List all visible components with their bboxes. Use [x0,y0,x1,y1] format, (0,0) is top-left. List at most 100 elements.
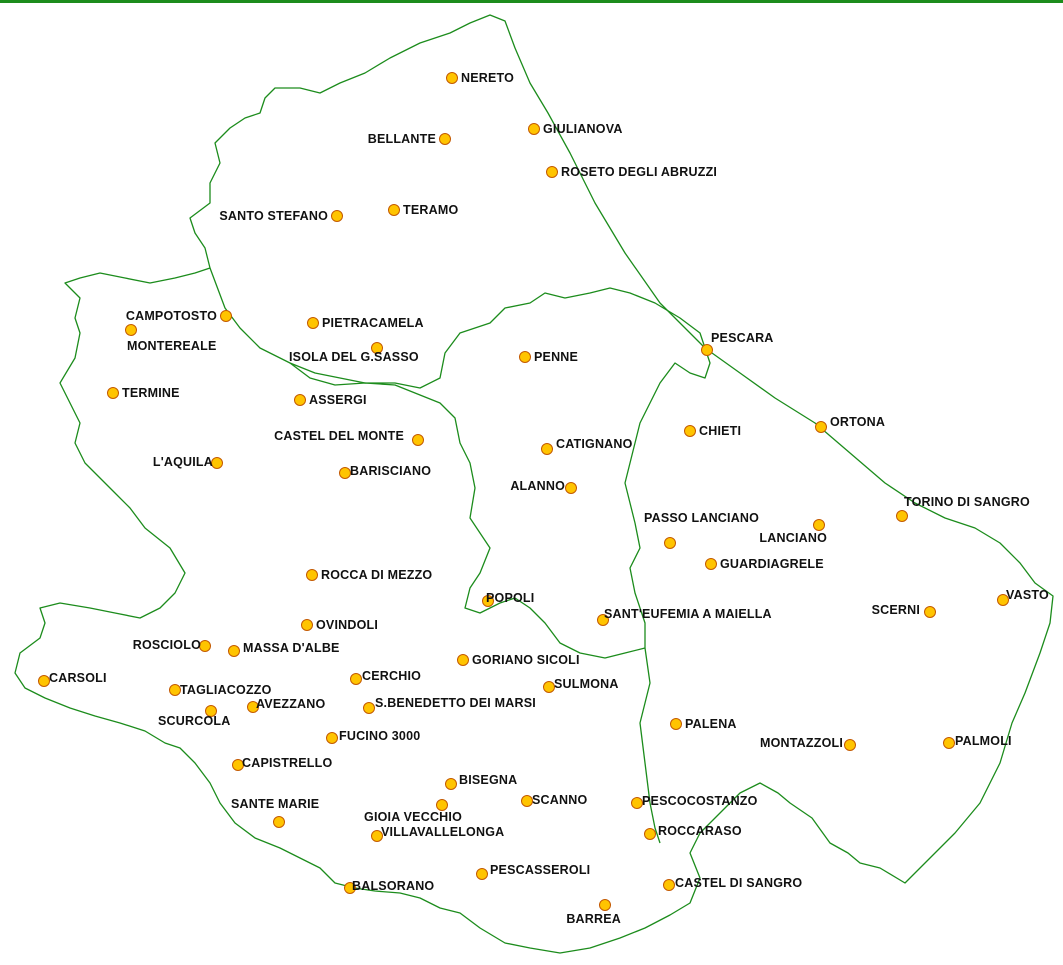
town-dot-icon [701,344,713,356]
town-dot-icon [445,778,457,790]
town-dot-icon [597,614,609,626]
place-label: PESCOCOSTANZO [642,794,758,808]
province-border-teramo [209,267,706,389]
place-label: GIOIA VECCHIO [364,810,462,824]
place-label: LANCIANO [759,531,827,545]
town-dot-icon [339,467,351,479]
town-dot-icon [232,759,244,771]
place-label: ALANNO [510,479,565,493]
place-label: SCERNI [871,603,920,617]
place-label: PESCASSEROLI [490,863,591,877]
town-dot-icon [363,702,375,714]
place-label: PALENA [685,717,737,731]
town-dot-icon [541,443,553,455]
place-label: TERAMO [403,203,459,217]
place-label: VASTO [1006,588,1049,602]
town-dot-icon [306,569,318,581]
place-label: CASTEL DI SANGRO [675,876,803,890]
place-label: MONTAZZOLI [760,736,843,750]
town-dot-icon [664,537,676,549]
place-label: SCANNO [532,793,588,807]
place-label: SANT'EUFEMIA A MAIELLA [604,607,772,621]
place-label: CHIETI [699,424,742,438]
place-label: AVEZZANO [256,697,326,711]
place-label: ROCCARASO [658,824,742,838]
place-label: BALSORANO [352,879,435,893]
town-dot-icon [247,701,259,713]
town-dot-icon [211,457,223,469]
town-dot-icon [439,133,451,145]
place-label: MASSA D'ALBE [243,641,340,655]
place-label: ASSERGI [309,393,367,407]
place-label: CAMPOTOSTO [125,309,217,323]
place-label: L'AQUILA [152,455,213,469]
place-label: CASTEL DEL MONTE [274,429,404,443]
place-label: CARSOLI [49,671,107,685]
town-dot-icon [350,673,362,685]
place-label: ROCCA DI MEZZO [321,568,433,582]
town-dot-icon [631,797,643,809]
place-label: GORIANO SICOLI [472,653,580,667]
town-dot-icon [125,324,137,336]
province-border-laquila-n [289,362,646,659]
town-dot-icon [199,640,211,652]
town-dot-icon [670,718,682,730]
town-dot-icon [457,654,469,666]
place-label: ORTONA [830,415,886,429]
town-dot-icon [521,795,533,807]
place-label: SULMONA [554,677,619,691]
town-dot-icon [528,123,540,135]
town-dot-icon [220,310,232,322]
place-label: SCURCOLA [158,714,231,728]
place-label: CERCHIO [362,669,422,683]
town-dot-icon [482,595,494,607]
town-dot-icon [169,684,181,696]
town-dot-icon [565,482,577,494]
town-dot-icon [301,619,313,631]
town-dot-icon [228,645,240,657]
place-label: CATIGNANO [556,437,633,451]
town-dot-icon [344,882,356,894]
town-dot-icon [705,558,717,570]
place-label: SANTO STEFANO [219,209,328,223]
town-dot-icon [371,830,383,842]
town-dot-icon [684,425,696,437]
place-label: GUARDIAGRELE [720,557,824,571]
town-dot-icon [412,434,424,446]
place-label: BELLANTE [367,132,436,146]
town-dot-icon [519,351,531,363]
place-label: POPOLI [486,591,535,605]
town-dot-icon [813,519,825,531]
place-label: ROSETO DEGLI ABRUZZI [561,165,718,179]
region-border [14,14,1054,954]
town-dot-icon [273,816,285,828]
place-label: BARREA [566,912,621,926]
place-label: PIETRACAMELA [322,316,424,330]
town-dot-icon [924,606,936,618]
town-dot-icon [663,879,675,891]
town-dot-icon [599,899,611,911]
place-label: S.BENEDETTO DEI MARSI [375,696,536,710]
abruzzo-map [14,14,1054,954]
town-dot-icon [815,421,827,433]
town-dot-icon [331,210,343,222]
town-dot-icon [326,732,338,744]
town-dot-icon [844,739,856,751]
town-dot-icon [38,675,50,687]
town-dot-icon [371,342,383,354]
place-label: TERMINE [122,386,180,400]
place-label: MONTEREALE [127,339,217,353]
place-label: PALMOLI [955,734,1012,748]
town-dot-icon [543,681,555,693]
place-label: TORINO DI SANGRO [904,495,1030,509]
province-border-chieti [624,347,711,844]
place-label: FUCINO 3000 [339,729,421,743]
place-label: SANTE MARIE [231,797,320,811]
town-dot-icon [943,737,955,749]
place-label: OVINDOLI [316,618,379,632]
town-dot-icon [388,204,400,216]
place-label: PESCARA [711,331,774,345]
town-dot-icon [896,510,908,522]
town-dot-icon [436,799,448,811]
